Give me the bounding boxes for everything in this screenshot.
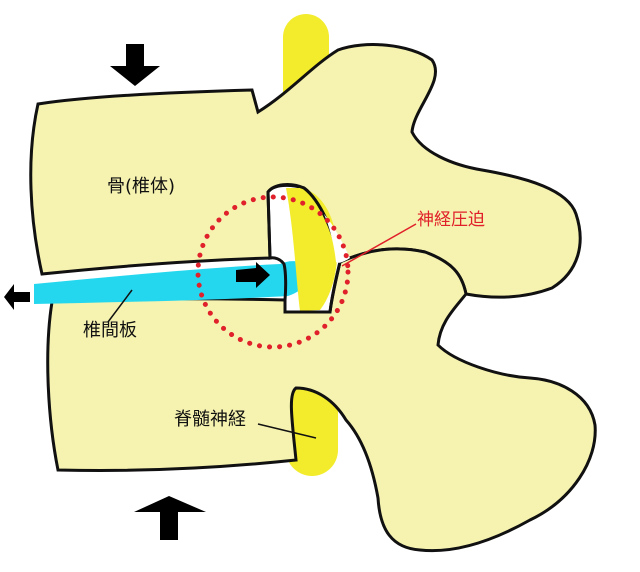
bone-label: 骨(椎体) [107,176,176,197]
vertebral-canal-outline [266,183,342,314]
disc-label: 椎間板 [83,320,137,341]
arrow-down-icon [110,44,160,86]
nerve-compression-label: 神経圧迫 [417,210,485,230]
lower-vertebra [46,247,597,553]
spinal-cord-label: 脊髄神経 [174,409,246,430]
spinal-cord-leader-line [257,423,317,439]
arrow-up-icon [134,496,206,540]
arrow-left-icon [4,284,30,310]
upper-vertebra [29,43,582,299]
canal-gap [324,214,350,263]
compression-leader-line [341,223,417,267]
arrow-right-icon [236,262,270,288]
disc-leader-line [107,289,133,323]
compression-highlight-circle [195,194,351,350]
